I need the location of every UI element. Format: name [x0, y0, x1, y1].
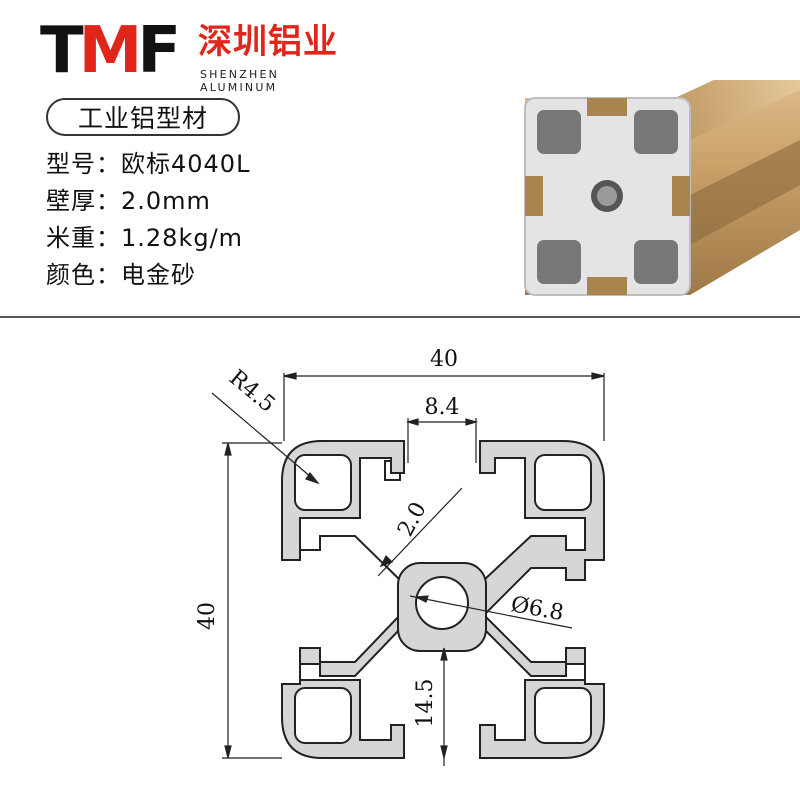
- dim-width: [283, 372, 605, 441]
- dim-slot: [405, 418, 479, 463]
- corner-hollows: [294, 454, 592, 744]
- slot-label: 8.4: [425, 395, 460, 420]
- hollow-top-left: [294, 454, 352, 511]
- offset-label: 14.5: [413, 679, 438, 728]
- spec-value: 欧标4040L: [121, 150, 251, 178]
- spec-value: 电金砂: [121, 261, 196, 289]
- dim-radius: [211, 392, 320, 485]
- height-label: 40: [195, 602, 220, 630]
- spec-label: 米重：: [46, 224, 121, 252]
- spec-value: 2.0mm: [121, 187, 211, 215]
- dim-wall: [377, 487, 463, 577]
- spec-label: 壁厚：: [46, 187, 121, 215]
- profile-cross-section-drawing: 40 8.4 R4.5 40 2.0 Ø6.8 14.5: [195, 347, 605, 766]
- brand-logo: TMF 深圳铝业 SHENZHEN ALUMINUM: [40, 14, 360, 94]
- spec-label: 颜色：: [46, 261, 121, 289]
- hollow-bottom-right: [534, 687, 592, 744]
- brand-name-cn: 深圳铝业: [198, 22, 338, 62]
- width-label: 40: [430, 347, 458, 372]
- bore-label: Ø6.8: [509, 592, 566, 626]
- dim-bore: [409, 595, 573, 629]
- dim-offset: [440, 647, 448, 766]
- hollow-top-right: [534, 454, 592, 511]
- hollow-bottom-left: [294, 687, 352, 744]
- spec-row-weight: 米重：1.28kg/m: [46, 220, 250, 257]
- wall-label: 2.0: [393, 498, 432, 541]
- product-photo: [524, 80, 800, 296]
- spec-row-model: 型号：欧标4040L: [46, 146, 250, 183]
- section-divider: [0, 316, 800, 318]
- brand-name-en: SHENZHEN ALUMINUM: [200, 68, 280, 94]
- spec-row-wall-thickness: 壁厚：2.0mm: [46, 183, 250, 220]
- product-category-badge: 工业铝型材: [46, 98, 240, 136]
- spec-value: 1.28kg/m: [121, 224, 244, 252]
- product-header: TMF 深圳铝业 SHENZHEN ALUMINUM 工业铝型材 型号：欧标40…: [0, 0, 800, 312]
- dim-height: [222, 442, 282, 759]
- spec-label: 型号：: [46, 150, 121, 178]
- spec-row-color: 颜色：电金砂: [46, 257, 250, 294]
- spec-list: 型号：欧标4040L 壁厚：2.0mm 米重：1.28kg/m 颜色：电金砂: [46, 146, 250, 294]
- center-bore: [415, 576, 469, 630]
- logo-mark: TMF: [40, 14, 181, 88]
